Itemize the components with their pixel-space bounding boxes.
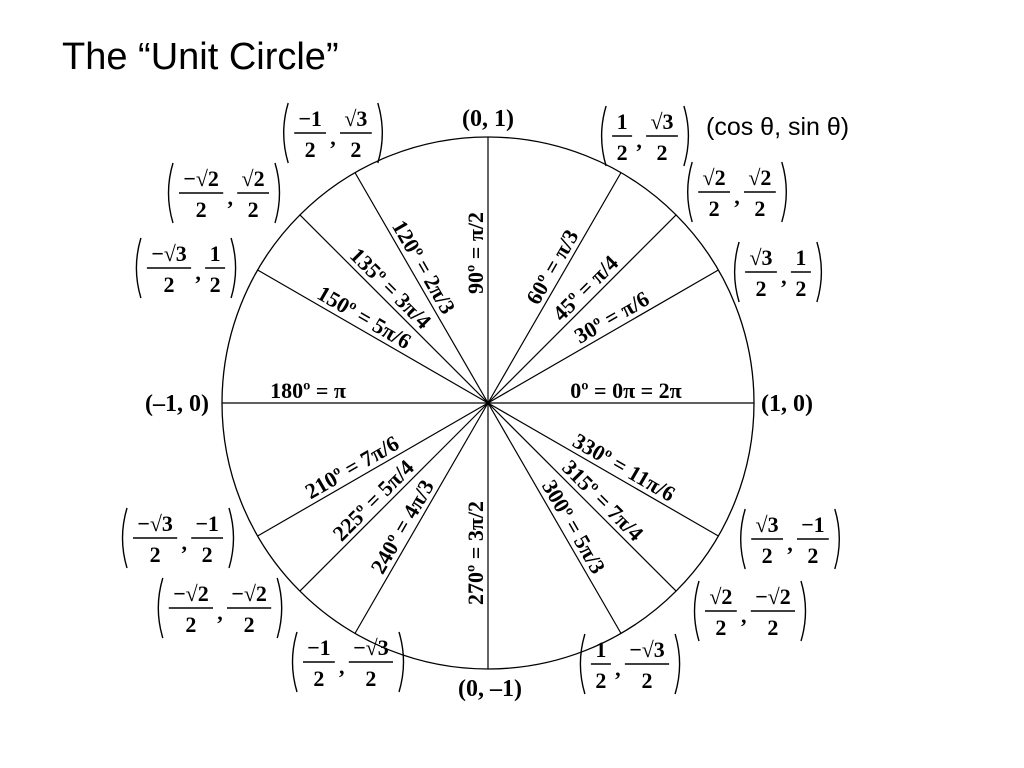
coord-120-x-denominator: 2: [305, 137, 316, 162]
coord-150-x-denominator: 2: [164, 272, 175, 297]
coordinate-label-120: , −1 2 √3 2: [283, 102, 383, 164]
coord-30-y-numerator: 1: [795, 245, 806, 270]
coord-225-x-denominator: 2: [185, 612, 196, 637]
coordinate-label-60: , 1 2 √3 2: [600, 105, 690, 167]
angle-label-90: 90º = π/2: [463, 212, 488, 294]
coord-135-y-numerator: √2: [242, 166, 265, 191]
coordinate-label-0: (1, 0): [761, 391, 813, 417]
coord-45-x-denominator: 2: [709, 196, 720, 221]
coord-225-x-numerator: −√2: [173, 581, 209, 606]
coord-60-x-denominator: 2: [617, 140, 628, 165]
coordinate-label-270: (0, –1): [458, 676, 522, 702]
svg-text:,: ,: [781, 264, 787, 289]
coord-240-y-numerator: −√3: [353, 635, 389, 660]
coord-120-y-denominator: 2: [350, 137, 361, 162]
svg-text:,: ,: [217, 600, 223, 625]
coord-330-y-numerator: −1: [801, 512, 825, 537]
svg-text:,: ,: [181, 530, 187, 555]
coord-330-x-denominator: 2: [762, 543, 773, 568]
angle-label-270: 270º = 3π/2: [463, 501, 488, 605]
svg-text:,: ,: [741, 603, 747, 628]
angle-label-180: 180º = π: [270, 378, 346, 403]
coordinate-label-330: , √3 2 −1 2: [740, 508, 840, 570]
ray-240: [354, 402, 489, 634]
coord-315-x-numerator: √2: [709, 584, 732, 609]
coord-210-x-numerator: −√3: [137, 511, 173, 536]
coordinate-label-225: , −√2 2 −√2 2: [157, 577, 283, 639]
coord-60-y-denominator: 2: [657, 140, 668, 165]
svg-text:,: ,: [195, 260, 201, 285]
coord-240-y-denominator: 2: [365, 666, 376, 691]
legend-cos-sin: (cos θ, sin θ): [706, 113, 849, 141]
coordinate-label-315: , √2 2 −√2 2: [693, 580, 807, 642]
svg-text:,: ,: [339, 654, 345, 679]
ray-315: [487, 402, 677, 592]
coord-225-y-numerator: −√2: [231, 581, 267, 606]
coord-120-y-numerator: √3: [344, 106, 367, 131]
coord-240-x-denominator: 2: [313, 666, 324, 691]
coordinate-label-30: , √3 2 1 2: [733, 241, 823, 303]
svg-text:,: ,: [636, 128, 642, 153]
svg-text:,: ,: [615, 656, 621, 681]
coord-210-y-numerator: −1: [195, 511, 219, 536]
coord-30-x-denominator: 2: [756, 276, 767, 301]
coord-150-x-numerator: −√3: [151, 241, 187, 266]
coord-315-y-denominator: 2: [767, 615, 778, 640]
ray-45: [487, 214, 677, 404]
angle-rays: [222, 137, 754, 669]
coordinate-label-90: (0, 1): [462, 106, 514, 132]
coord-135-y-denominator: 2: [248, 197, 259, 222]
coord-315-y-numerator: −√2: [755, 584, 791, 609]
coord-150-y-denominator: 2: [210, 272, 221, 297]
coord-45-x-numerator: √2: [703, 165, 726, 190]
coord-45-y-denominator: 2: [754, 196, 765, 221]
coord-300-y-numerator: −√3: [629, 637, 665, 662]
coord-210-x-denominator: 2: [150, 542, 161, 567]
coordinate-label-240: , −1 2 −√3 2: [291, 631, 405, 693]
coord-210-y-denominator: 2: [202, 542, 213, 567]
ray-300: [487, 402, 622, 634]
coordinate-label-150: , −√3 2 1 2: [135, 237, 237, 299]
slide-title: The “Unit Circle”: [62, 36, 339, 78]
ray-330: [487, 402, 719, 537]
coordinate-label-180: (–1, 0): [145, 391, 209, 417]
svg-text:,: ,: [227, 185, 233, 210]
coord-315-x-denominator: 2: [715, 615, 726, 640]
coord-240-x-numerator: −1: [307, 635, 331, 660]
coord-30-x-numerator: √3: [749, 245, 772, 270]
coord-45-y-numerator: √2: [748, 165, 771, 190]
coord-60-y-numerator: √3: [650, 109, 673, 134]
ray-60: [487, 172, 622, 404]
ray-150: [257, 269, 489, 404]
svg-text:,: ,: [787, 531, 793, 556]
coord-300-y-denominator: 2: [642, 668, 653, 693]
coord-135-x-denominator: 2: [196, 197, 207, 222]
coord-150-y-numerator: 1: [210, 241, 221, 266]
coord-330-y-denominator: 2: [807, 543, 818, 568]
coord-300-x-numerator: 1: [595, 637, 606, 662]
ray-225: [299, 402, 489, 592]
coordinate-label-45: , √2 2 √2 2: [687, 161, 787, 223]
angle-label-0: 0º = 0π = 2π: [570, 378, 681, 403]
coordinate-label-300: , 1 2 −√3 2: [579, 633, 681, 695]
svg-text:,: ,: [330, 125, 336, 150]
svg-text:,: ,: [734, 184, 740, 209]
ray-135: [299, 214, 489, 404]
coord-30-y-denominator: 2: [795, 276, 806, 301]
coord-60-x-numerator: 1: [617, 109, 628, 134]
ray-210: [257, 402, 489, 537]
coord-135-x-numerator: −√2: [183, 166, 219, 191]
coord-330-x-numerator: √3: [756, 512, 779, 537]
ray-120: [354, 172, 489, 404]
coord-300-x-denominator: 2: [595, 668, 606, 693]
coordinate-label-210: , −√3 2 −1 2: [121, 507, 235, 569]
coord-120-x-numerator: −1: [298, 106, 322, 131]
coord-225-y-denominator: 2: [244, 612, 255, 637]
ray-30: [487, 269, 719, 404]
coordinate-label-135: , −√2 2 √2 2: [167, 162, 281, 224]
